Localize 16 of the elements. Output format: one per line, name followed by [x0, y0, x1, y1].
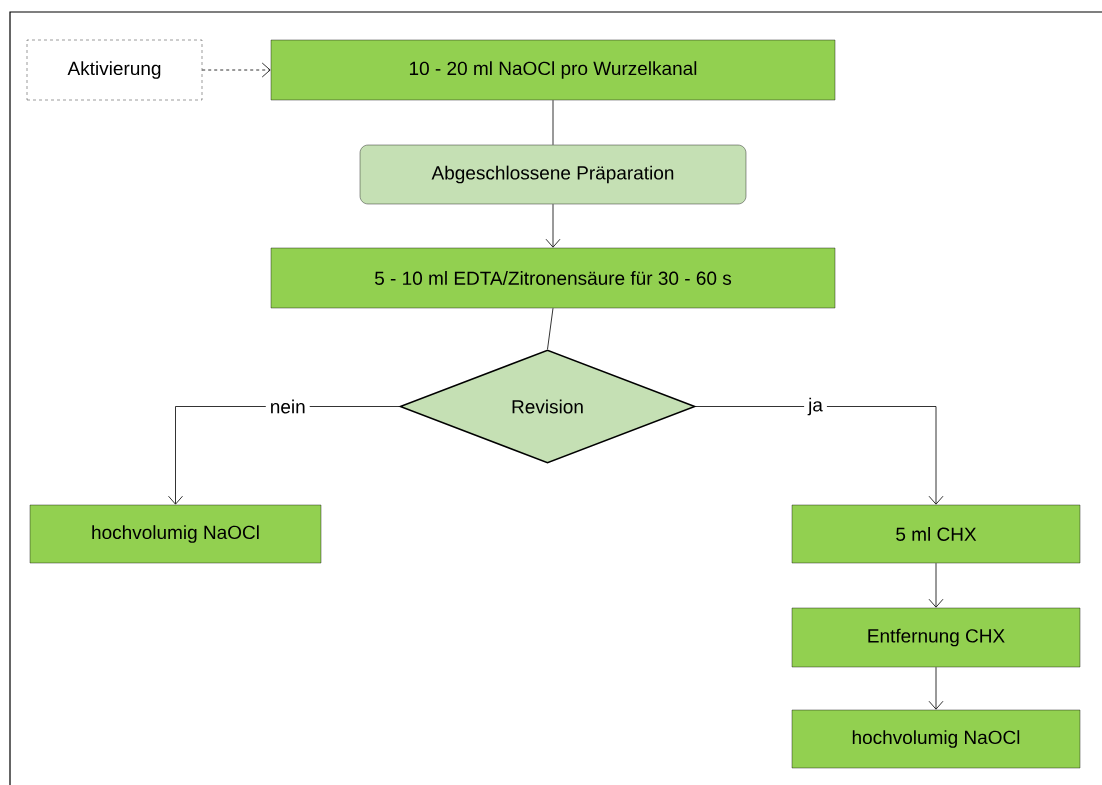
arrow	[201, 62, 271, 78]
dashed-box: Aktivierung	[26, 39, 203, 101]
arrow	[928, 562, 944, 608]
process-box: 5 - 10 ml EDTA/Zitronensäure für 30 - 60 s	[270, 247, 836, 309]
rounded-box: Abgeschlossene Präparation	[359, 144, 747, 205]
arrow	[695, 406, 944, 505]
process-box: hochvolumig NaOCl	[29, 504, 322, 564]
process-box: hochvolumig NaOCl	[791, 709, 1081, 769]
arrow	[545, 203, 561, 248]
process-box: 5 ml CHX	[791, 504, 1081, 564]
edge-label: ja	[804, 393, 827, 420]
arrow	[928, 666, 944, 710]
process-box: Entfernung CHX	[791, 607, 1081, 668]
arrow	[168, 406, 400, 505]
edge-label: nein	[265, 395, 310, 418]
process-box: 10 - 20 ml NaOCl pro Wurzelkanal	[270, 39, 836, 101]
